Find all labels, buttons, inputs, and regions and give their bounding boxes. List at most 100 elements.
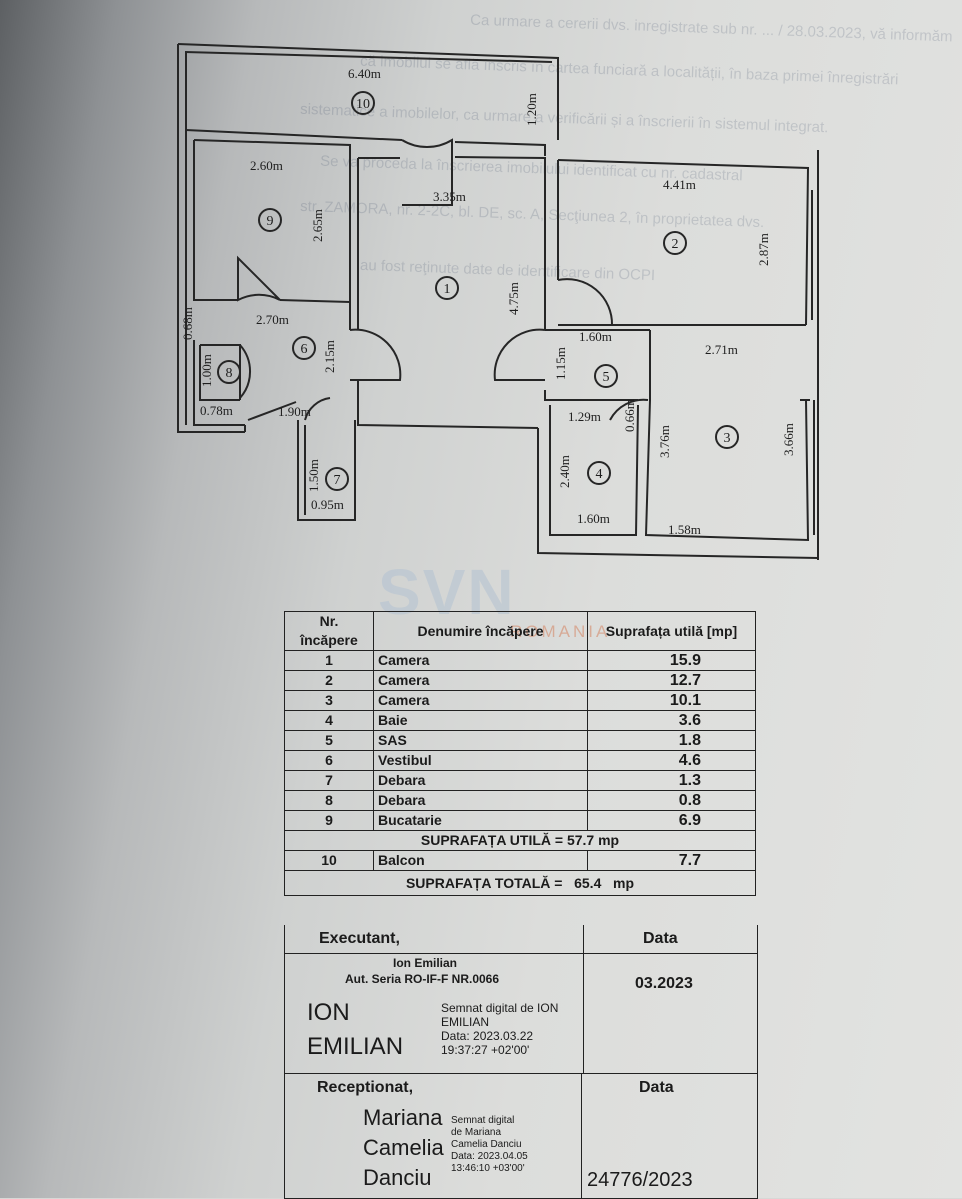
wall	[297, 420, 356, 521]
row-area: 0.8	[587, 790, 756, 811]
room-number: 6	[301, 342, 308, 357]
wall	[193, 139, 351, 330]
digital-signature-text: Semnat digital de ION EMILIAN Data: 2023…	[441, 1001, 559, 1057]
dimension-label: 1.90m	[278, 404, 311, 419]
wall	[279, 299, 351, 303]
room-marker-9	[258, 208, 282, 232]
executant-person: Ion Emilian	[393, 956, 458, 970]
signer-name-line2: Camelia	[363, 1135, 444, 1160]
useful-total: SUPRAFAȚA UTILĂ = 57.7 mp	[284, 830, 756, 851]
room-marker-10	[351, 91, 375, 115]
executant-section: Executant, Data Ion Emilian Aut. Seria R…	[284, 925, 758, 1074]
dimension-label: 3.66m	[781, 423, 796, 456]
row-area: 1.3	[587, 770, 756, 791]
row-name: SAS	[373, 730, 588, 751]
wall	[454, 156, 546, 330]
dimension-label: 2.70m	[256, 312, 289, 327]
room-number: 8	[226, 366, 233, 381]
dimension-label: 0.95m	[311, 497, 344, 512]
dimension-label: 1.00m	[199, 354, 214, 387]
row-nr: 4	[284, 710, 374, 731]
signature-name-line1: ION	[307, 999, 350, 1026]
dimension-label: 1.15m	[553, 347, 568, 380]
signer-name-line1: Mariana	[363, 1105, 443, 1130]
door-swing	[493, 328, 546, 381]
header-nr: Nr.încăpere	[284, 611, 374, 651]
wall	[549, 404, 639, 536]
row-name: Debara	[373, 770, 588, 791]
receptionat-title: Receptionat,	[317, 1079, 414, 1096]
row-nr: 3	[284, 690, 374, 711]
row-area: 3.6	[587, 710, 756, 731]
dimension-label: 2.60m	[250, 158, 283, 173]
door-swing	[304, 397, 331, 421]
executant-title: Executant,	[319, 930, 400, 947]
executant-authorization: Aut. Seria RO-IF-F NR.0066	[345, 972, 500, 986]
wall	[544, 390, 638, 401]
room-marker-3	[715, 425, 739, 449]
rooms-table: Nr.încăpere Denumire încăpere Suprafața …	[284, 611, 756, 896]
room-number: 5	[603, 370, 610, 385]
row-area: 1.8	[587, 730, 756, 751]
dimension-label: 4.41m	[663, 177, 696, 192]
dimension-label: 1.60m	[577, 511, 610, 526]
row-name: Balcon	[373, 850, 588, 871]
row-name: Camera	[373, 670, 588, 691]
row-area: 4.6	[587, 750, 756, 771]
row-nr: 8	[284, 790, 374, 811]
room-marker-2	[663, 231, 687, 255]
row-name: Bucatarie	[373, 810, 588, 831]
wall	[184, 51, 553, 63]
row-nr: 7	[284, 770, 374, 791]
executant-date-title: Data	[643, 930, 678, 947]
wall	[177, 43, 559, 140]
door-swing	[401, 138, 453, 206]
row-nr: 1	[284, 650, 374, 671]
door-swing	[609, 398, 649, 421]
dimension-label: 3.76m	[657, 425, 672, 458]
row-nr: 9	[284, 810, 374, 831]
wall	[357, 380, 539, 429]
dimension-label: 4.75m	[506, 282, 521, 315]
room-number: 2	[672, 237, 679, 252]
row-area: 12.7	[587, 670, 756, 691]
wall	[199, 345, 240, 401]
table-header-row: Nr.încăpere Denumire încăpere Suprafața …	[284, 611, 756, 651]
receptionat-date-title: Data	[639, 1079, 674, 1096]
wall	[537, 428, 819, 559]
row-nr: 10	[284, 850, 374, 871]
door-swing	[247, 401, 297, 421]
room-marker-5	[594, 364, 618, 388]
dimension-label: 2.71m	[705, 342, 738, 357]
row-name: Camera	[373, 650, 588, 671]
row-nr: 5	[284, 730, 374, 751]
wall	[177, 44, 245, 433]
executant-date: 03.2023	[635, 975, 693, 992]
row-name: Baie	[373, 710, 588, 731]
row-area: 10.1	[587, 690, 756, 711]
header-name: Denumire încăpere	[373, 611, 588, 651]
dimension-label: 0.78m	[200, 403, 233, 418]
row-area: 15.9	[587, 650, 756, 671]
digital-signature-text: Semnat digital de Mariana Camelia Danciu…	[451, 1115, 528, 1174]
grand-total-row: SUPRAFAȚA TOTALĂ = 65.4 mp	[284, 870, 756, 896]
room-number: 9	[267, 214, 274, 229]
signature-name-line2: EMILIAN	[307, 1033, 404, 1060]
dimension-label: 1.60m	[579, 329, 612, 344]
wall	[185, 129, 403, 141]
dimension-label: 2.65m	[310, 209, 325, 242]
door-swing	[349, 328, 402, 381]
room-number: 4	[596, 467, 603, 482]
row-area: 6.9	[587, 810, 756, 831]
room-marker-8	[217, 360, 241, 384]
